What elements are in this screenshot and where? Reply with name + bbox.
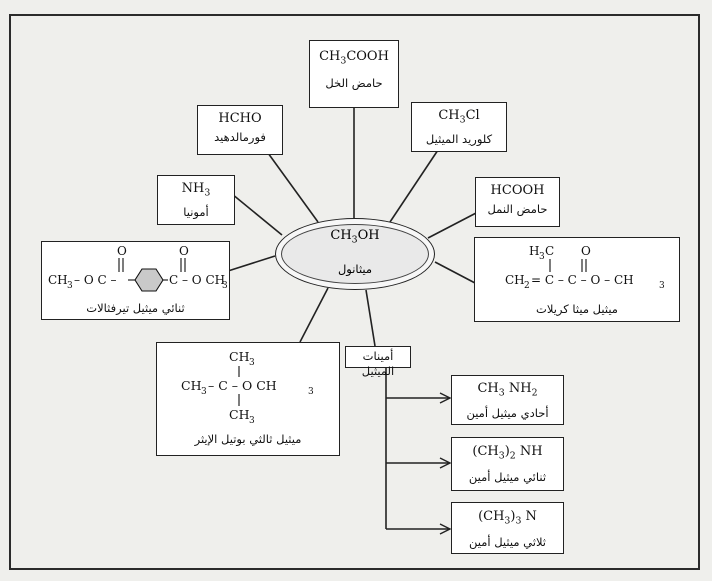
dimethylamine-box: (CH3)2 NH ثنائي ميثيل أمين bbox=[451, 437, 564, 491]
svg-text:O: O bbox=[581, 244, 591, 258]
formic-acid-name: حامض النمل bbox=[487, 202, 548, 216]
acetic-acid-box: CH3COOH حامض الخل bbox=[309, 40, 399, 108]
methanol-name: ميثانول bbox=[337, 262, 373, 276]
methanol-oval bbox=[275, 218, 435, 290]
trimethylamine-box: (CH3)3 N ثلاثي ميثيل أمين bbox=[451, 502, 564, 554]
monomethylamine-box: CH3 NH2 أحادي ميثيل أمين bbox=[451, 375, 564, 425]
formaldehyde-formula: HCHO bbox=[218, 111, 262, 126]
svg-text:3: 3 bbox=[222, 281, 228, 291]
methanol-formula: CH3OH bbox=[330, 228, 380, 246]
svg-text:3: 3 bbox=[539, 252, 545, 262]
methyl-chloride-name: كلوريد الميثيل bbox=[425, 131, 493, 146]
svg-text:CH: CH bbox=[229, 407, 250, 422]
monomethylamine-name: أحادي ميثيل أمين bbox=[466, 405, 549, 420]
svg-text:– C – O CH: – C – O CH bbox=[208, 378, 277, 393]
svg-text:3: 3 bbox=[249, 358, 255, 368]
formic-acid-box: HCOOH حامض النمل bbox=[475, 177, 560, 227]
svg-text:2: 2 bbox=[524, 281, 530, 291]
svg-text:H: H bbox=[529, 244, 539, 258]
trimethylamine-name: ثلاثي ميثيل أمين bbox=[468, 534, 547, 549]
formic-acid-formula: HCOOH bbox=[490, 183, 545, 198]
svg-text:CH: CH bbox=[505, 273, 525, 287]
acetic-acid-name: حامض الخل bbox=[325, 75, 383, 90]
svg-text:O: O bbox=[179, 244, 189, 258]
svg-text:– O C –: – O C – bbox=[74, 273, 116, 287]
svg-text:3: 3 bbox=[249, 416, 255, 426]
svg-text:3: 3 bbox=[659, 281, 665, 291]
acetic-acid-formula: CH3COOH bbox=[319, 49, 389, 67]
svg-text:= C – C – O – CH: = C – C – O – CH bbox=[531, 273, 634, 287]
formaldehyde-name: فورمالدهيد bbox=[214, 130, 266, 144]
svg-text:CH: CH bbox=[48, 273, 68, 287]
svg-text:CH: CH bbox=[229, 349, 250, 364]
methyl-chloride-formula: CH3Cl bbox=[438, 108, 480, 126]
svg-text:O: O bbox=[117, 244, 127, 258]
svg-text:CH: CH bbox=[181, 378, 202, 393]
ammonia-name: أمونيا bbox=[183, 204, 209, 219]
methyl-amines-label: أمينات الميثيل bbox=[361, 349, 395, 378]
methyl-methacrylate-name: ميثيل ميثا كريلات bbox=[536, 302, 618, 316]
dimethyl-terephthalate-name: ثنائي ميثيل تيرفثالات bbox=[86, 301, 185, 315]
ammonia-box: NH3 أمونيا bbox=[157, 175, 235, 225]
svg-text:C: C bbox=[545, 244, 554, 258]
svg-text:C – O CH: C – O CH bbox=[169, 273, 225, 287]
svg-text:3: 3 bbox=[67, 281, 73, 291]
trimethylamine-formula: (CH3)3 N bbox=[478, 509, 537, 527]
mtbe-name: ميثيل ثالثي بوتيل الإيثر bbox=[194, 432, 302, 446]
methyl-amines-label-box: أمينات الميثيل bbox=[345, 346, 411, 378]
methyl-chloride-box: CH3Cl كلوريد الميثيل bbox=[411, 102, 507, 152]
formaldehyde-box: HCHO فورمالدهيد bbox=[197, 105, 283, 155]
svg-text:3: 3 bbox=[308, 387, 314, 397]
ammonia-formula: NH3 bbox=[181, 181, 211, 199]
dimethylamine-name: ثنائي ميثيل أمين bbox=[468, 469, 547, 484]
svg-text:3: 3 bbox=[201, 387, 207, 397]
dimethylamine-formula: (CH3)2 NH bbox=[472, 444, 543, 462]
diagram-frame bbox=[9, 14, 700, 570]
monomethylamine-formula: CH3 NH2 bbox=[477, 381, 538, 399]
